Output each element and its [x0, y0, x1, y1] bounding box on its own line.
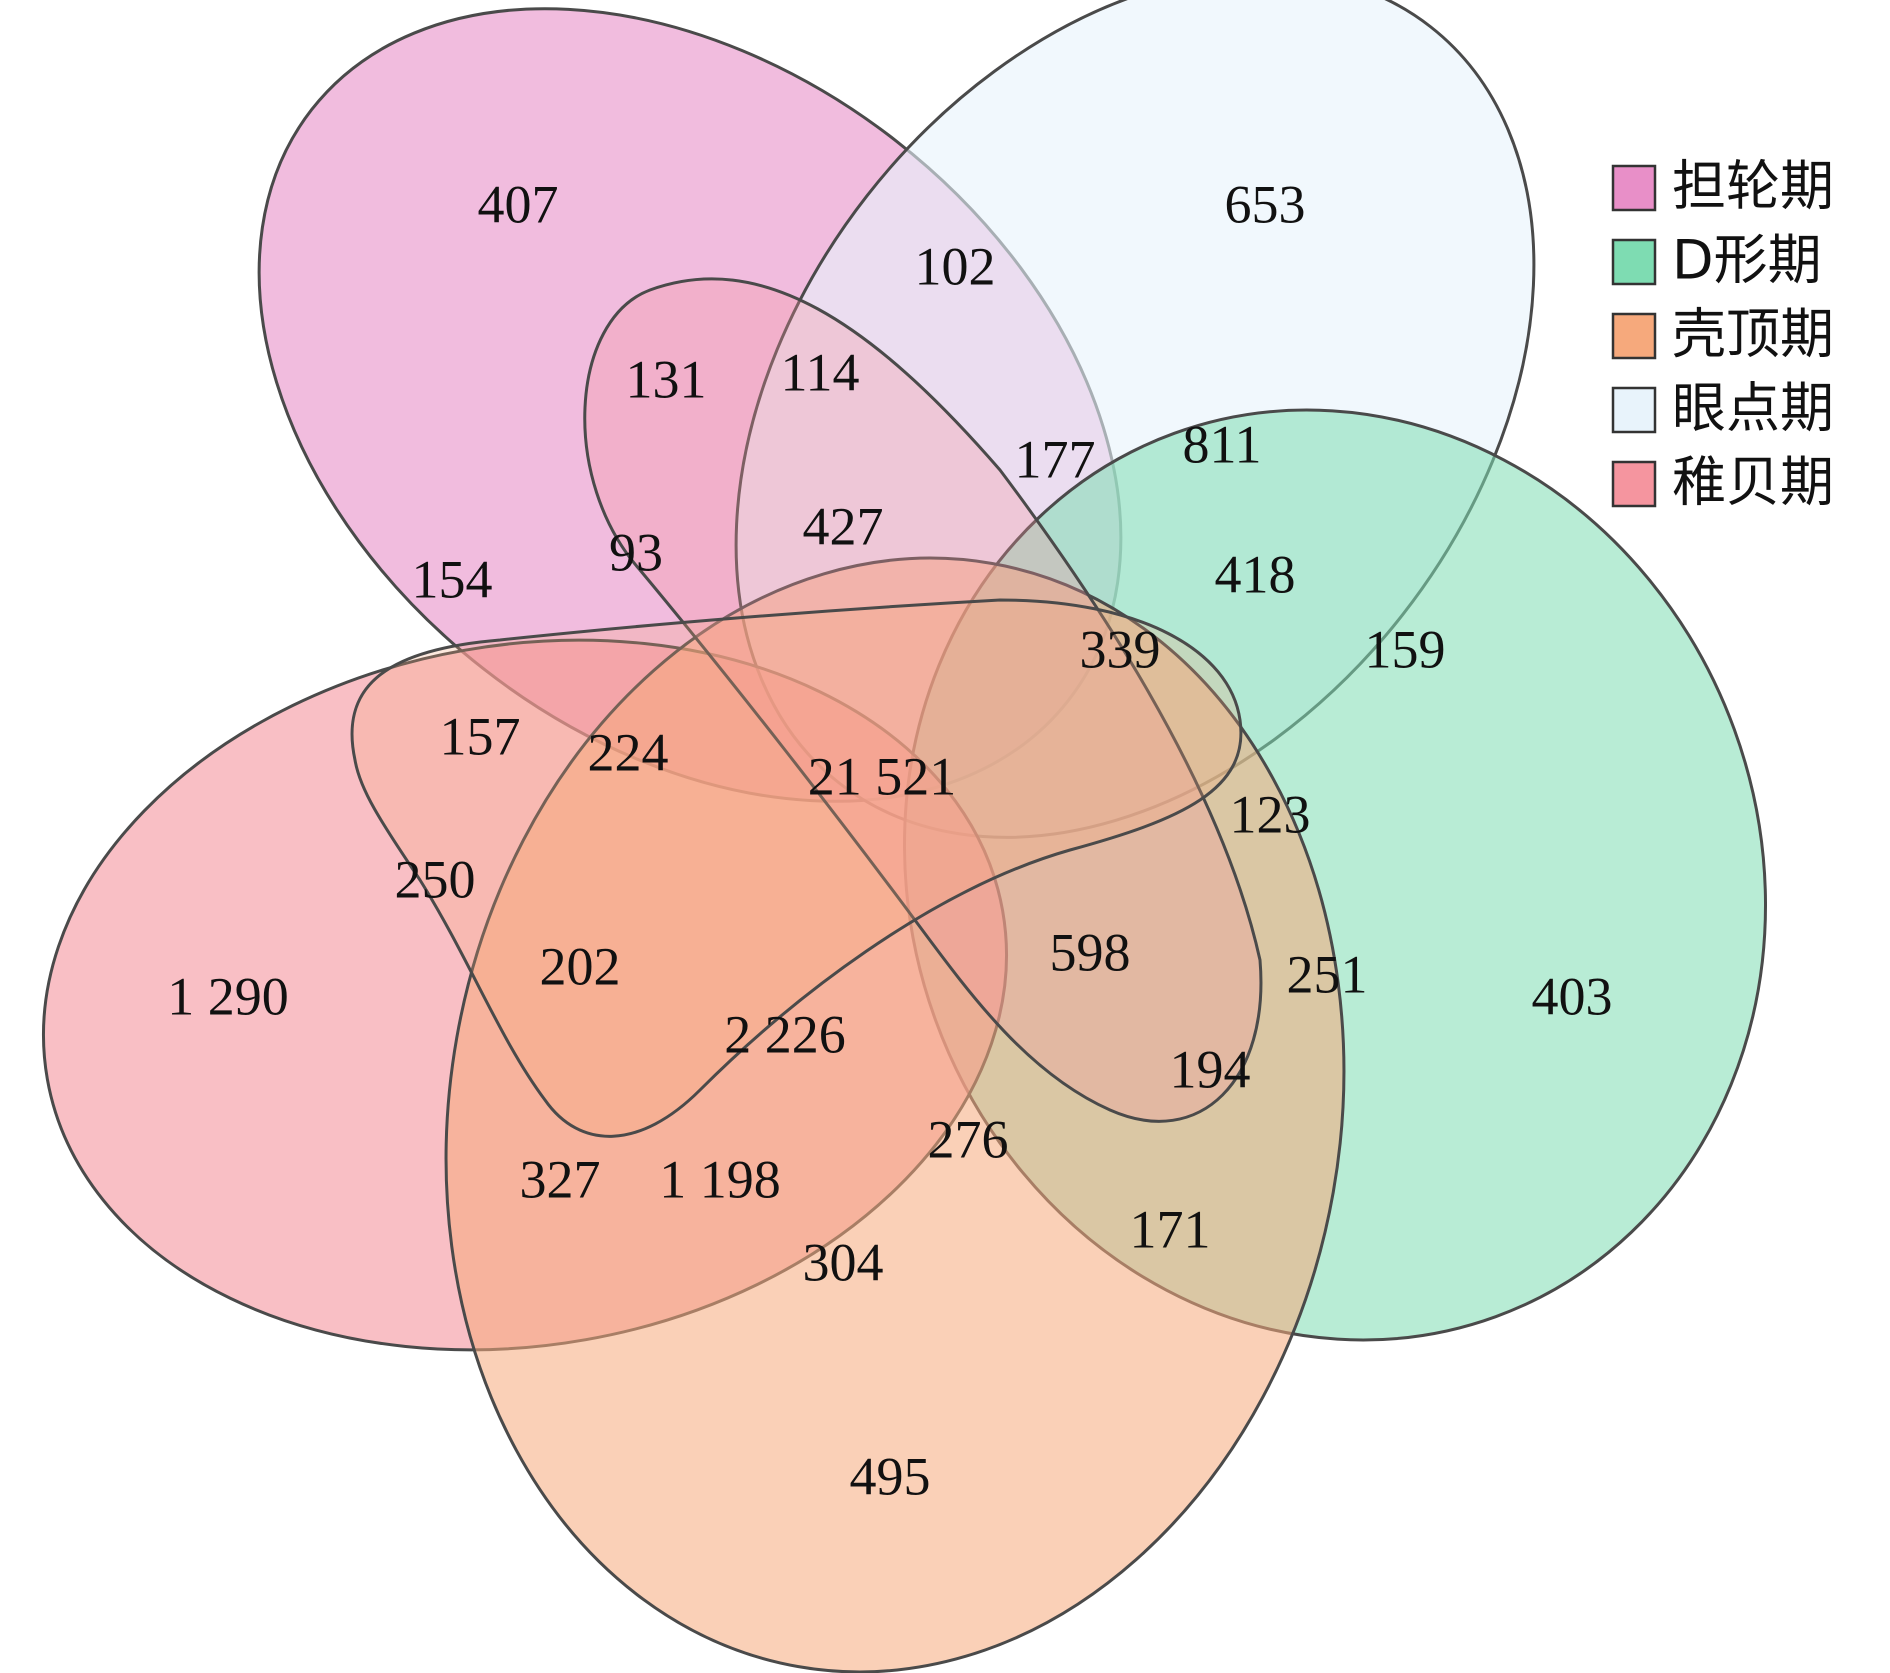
region-count: 403 — [1532, 966, 1613, 1026]
region-count: 811 — [1183, 414, 1262, 474]
region-count: 598 — [1050, 922, 1131, 982]
region-count: 154 — [412, 549, 493, 609]
region-count: 276 — [928, 1109, 1009, 1169]
inner-petal-diagonal — [350, 598, 1243, 1138]
legend-swatch — [1611, 460, 1657, 508]
region-count: 21 521 — [808, 746, 957, 806]
region-count: 339 — [1080, 619, 1161, 679]
legend-label: D形期 — [1672, 229, 1822, 292]
region-count: 251 — [1287, 944, 1368, 1004]
region-count: 327 — [520, 1149, 601, 1209]
legend-swatch — [1611, 164, 1657, 212]
region-count: 202 — [540, 936, 621, 996]
legend-item-zhibei: 稚贝期 — [1611, 451, 1834, 514]
region-count: 418 — [1215, 544, 1296, 604]
region-count: 159 — [1365, 619, 1446, 679]
region-count: 224 — [588, 722, 669, 782]
inner-petals — [350, 277, 1263, 1138]
region-count: 131 — [626, 349, 707, 409]
region-count: 427 — [803, 496, 884, 556]
legend-item-yandian: 眼点期 — [1611, 377, 1834, 440]
region-count: 1 290 — [167, 966, 289, 1026]
region-count: 495 — [850, 1446, 931, 1506]
region-count: 407 — [478, 174, 559, 234]
legend-item-keding: 壳顶期 — [1611, 303, 1834, 366]
region-count: 102 — [915, 236, 996, 296]
region-count: 653 — [1225, 174, 1306, 234]
region-count: 304 — [803, 1232, 884, 1292]
region-count: 1 198 — [659, 1149, 781, 1209]
region-count: 194 — [1170, 1039, 1251, 1099]
region-count: 171 — [1130, 1199, 1211, 1259]
region-count: 123 — [1230, 784, 1311, 844]
inner-petal-vertical — [583, 277, 1263, 1123]
region-labels: 407 653 102 131 114 177 811 154 93 427 418 159 339 15… — [167, 174, 1612, 1506]
legend-label: 壳顶期 — [1672, 303, 1834, 366]
legend-item-dxing: D形期 — [1611, 229, 1822, 292]
legend-swatch — [1611, 238, 1657, 286]
legend-swatch — [1611, 312, 1657, 360]
legend-label: 稚贝期 — [1672, 451, 1834, 514]
region-count: 114 — [781, 342, 860, 402]
region-count: 177 — [1015, 429, 1096, 489]
legend-swatch — [1611, 386, 1657, 434]
legend-item-danlun: 担轮期 — [1611, 155, 1834, 218]
region-count: 93 — [609, 522, 663, 582]
legend-label: 眼点期 — [1672, 377, 1834, 440]
region-count: 157 — [440, 706, 521, 766]
region-count: 250 — [395, 849, 476, 909]
legend-label: 担轮期 — [1672, 155, 1834, 218]
region-count: 2 226 — [724, 1004, 846, 1064]
